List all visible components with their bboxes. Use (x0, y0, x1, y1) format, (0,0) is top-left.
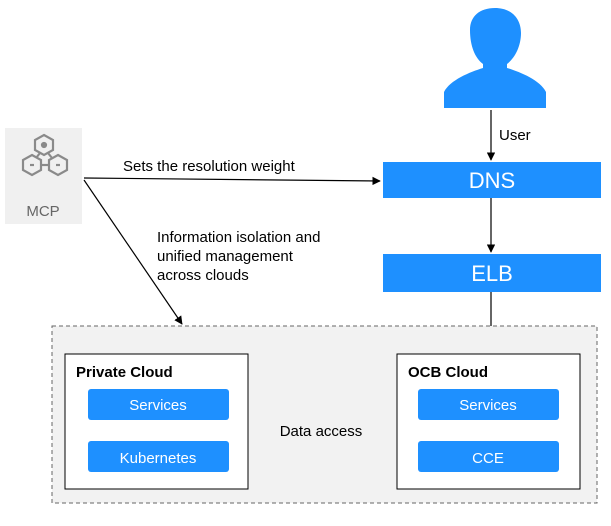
mcp-to-clouds-arrow (83, 179, 183, 325)
ocb-cloud-title: OCB Cloud (408, 364, 488, 381)
user-label: User (499, 127, 531, 144)
isolation-label-line-2: unified management (157, 248, 294, 265)
data-access-label: Data access (280, 423, 363, 440)
private-cloud-title: Private Cloud (76, 364, 173, 381)
private-cloud: Private Cloud Services Kubernetes (64, 353, 249, 490)
cce-box (418, 441, 559, 472)
cce-label: CCE (472, 450, 504, 467)
dns-label: DNS (469, 168, 515, 193)
isolation-label-line-1: Information isolation and (157, 229, 320, 246)
ocb-services-label: Services (459, 397, 517, 414)
user-node (444, 8, 546, 108)
mcp-to-dns-arrow (83, 176, 381, 186)
ocb-cloud: OCB Cloud Services CCE (396, 353, 581, 490)
elb-node: ELB (383, 254, 601, 292)
elb-box (383, 254, 601, 292)
kubernetes-label: Kubernetes (120, 450, 197, 467)
ocb-services-box (418, 389, 559, 420)
mcp-hexagon-icon (21, 133, 69, 177)
elb-label: ELB (471, 261, 513, 286)
mcp-node: MCP (5, 128, 82, 224)
dns-node: DNS (383, 162, 601, 198)
private-services-label: Services (129, 397, 187, 414)
isolation-label-line-3: across clouds (157, 267, 249, 284)
mcp-label: MCP (26, 203, 59, 220)
kubernetes-box (88, 441, 229, 472)
resolution-weight-label: Sets the resolution weight (123, 158, 296, 175)
user-icon (444, 8, 546, 108)
private-services-box (88, 389, 229, 420)
dns-box (383, 162, 601, 198)
